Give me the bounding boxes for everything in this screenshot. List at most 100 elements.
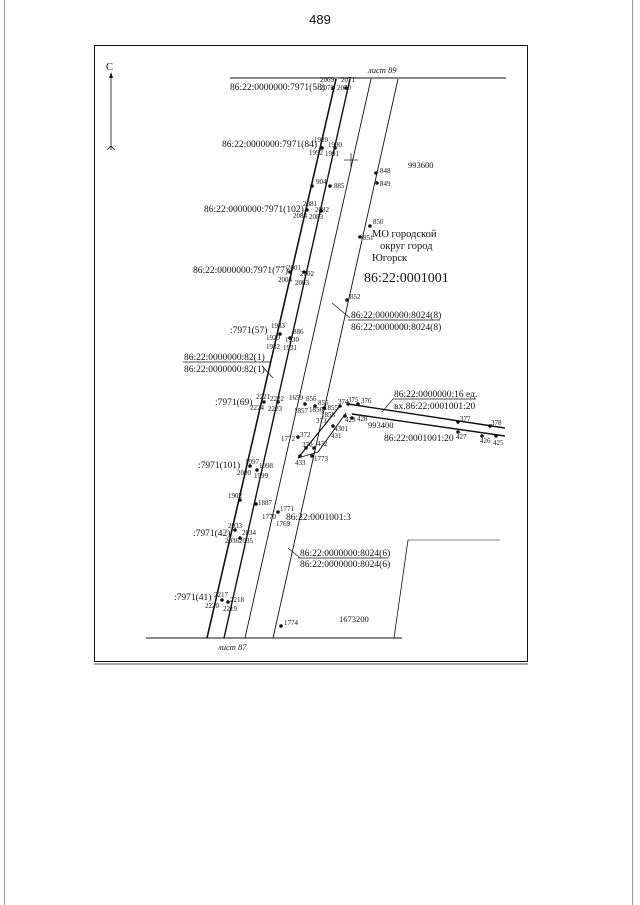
corridor-line-a [206, 78, 337, 639]
point-label: 1990 [328, 141, 343, 149]
point-markers [220, 86, 498, 628]
zone-name-line-1: МО городской [372, 229, 437, 240]
point-label: 1772 [281, 435, 296, 443]
point-label: 1774 [284, 619, 299, 627]
point-label: 2083 [309, 213, 324, 221]
point-label: 2004 [278, 276, 293, 284]
point-label: 1929 [266, 334, 281, 342]
north-arrow: С [106, 62, 116, 151]
point-label: 848 [380, 167, 391, 175]
zone-cadastral-quarter: 86:22:0001001 [364, 271, 449, 286]
point-label: 1857 [294, 407, 309, 415]
point-label: 1998 [259, 462, 274, 470]
point-label: 1997 [245, 458, 260, 466]
point-label: 1856 [309, 406, 324, 414]
point-label: 4301 [334, 425, 349, 433]
point-label: 2069 [320, 76, 335, 84]
point-label: 2218 [230, 596, 245, 604]
point-label: 2220 [205, 602, 220, 610]
point-label: 886 [293, 328, 304, 336]
point-label: 427 [456, 433, 467, 441]
point-label: 1855 [324, 404, 339, 412]
zone-boundary [393, 539, 409, 639]
parcel-label-42: :7971(42) [193, 528, 230, 539]
block-number-lower: 1673200 [339, 614, 369, 624]
callout-82-1: 86:22:0000000:82(1) 86:22:0000000:82(1) [183, 352, 274, 379]
point-label: 2070 [337, 84, 352, 92]
page-left-edge [4, 0, 5, 905]
point-label: 2224 [250, 404, 265, 412]
corridor-line-b [223, 78, 351, 639]
point-label: 2001 [287, 264, 302, 272]
callout-16-top: 86:22:0000000:16 ед. [394, 390, 477, 400]
block-number-upper: 993600 [408, 160, 434, 170]
callout-8024-6-bottom: 86:22:0000000:8024(6) [300, 559, 390, 570]
north-label: С [106, 62, 113, 73]
point-label: 1858 [321, 411, 336, 419]
point-label: 850 [373, 218, 384, 226]
point-label: 2034 [242, 529, 257, 537]
point-label: 1659 [289, 394, 304, 402]
point-label: 375 [348, 396, 359, 404]
point-label: 2223 [268, 405, 283, 413]
page-number: 489 [309, 12, 331, 27]
point-label: 432 [317, 440, 328, 448]
point-label: 904 [316, 178, 327, 186]
point-label: 1989 [314, 136, 329, 144]
branch-line-lower [351, 413, 506, 437]
point-label: 1999 [254, 472, 269, 480]
parcel-label-84: 86:22:0000000:7971(84) [222, 139, 317, 150]
parcel-label-102: 86:22:0000000:7971(102) [204, 204, 304, 215]
point-label: 1930 [285, 336, 300, 344]
sheet-label-bottom: лист 87 [217, 642, 247, 652]
point-label: 2082 [315, 206, 330, 214]
point-label: 372 [300, 431, 311, 439]
point-label: 2002 [300, 270, 315, 278]
parcel-label-69: :7971(69) [215, 397, 252, 408]
point-label: 852 [350, 293, 361, 301]
point-label: 1931 [283, 344, 298, 352]
branch-line-upper [347, 403, 506, 429]
point-label: 2072 [320, 84, 335, 92]
callout-16: 86:22:0000000:16 ед. вх.86:22:0001001:20 [381, 390, 477, 413]
parcel-label-101: :7971(101) [198, 460, 240, 471]
parcel-label-58: 86:22:0000000:7971(58) [230, 82, 325, 93]
point-label: 425 [493, 439, 504, 447]
parcel-labels: 86:22:0000000:7971(58) 86:22:0000000:797… [174, 82, 351, 603]
parcel-label-77: 86:22:0000000:7971(77) [193, 265, 288, 276]
point-label: 433 [295, 459, 306, 467]
callout-8024-6-top: 86:22:0000000:8024(6) [300, 548, 390, 559]
point-labels: 2069 2071 2072 2070 1989 1990 1992 1991 … [205, 76, 504, 627]
point-label: 2084 [293, 212, 308, 220]
point-label: 2035 [239, 537, 254, 545]
point-label: 1902 [228, 492, 243, 500]
callout-8024-6: 86:22:0000000:8024(6) 86:22:0000000:8024… [287, 547, 390, 570]
point-label: 370 [302, 441, 313, 449]
branch-spur-2 [317, 412, 347, 453]
callout-1001-20: 86:22:0001001:20 [384, 434, 454, 444]
parcel-label-57: :7971(57) [230, 325, 267, 336]
point-label: 1933 [271, 322, 286, 330]
point-label: 855 [318, 399, 329, 407]
point-label: 851 [363, 234, 374, 242]
point-label: 2033 [228, 522, 243, 530]
callout-16-bottom: вх.86:22:0001001:20 [394, 402, 476, 412]
point-label: 429 [345, 416, 356, 424]
point-label: 374 [338, 398, 349, 406]
page-right-edge [632, 0, 633, 905]
point-label: 428 [357, 415, 368, 423]
callout-8024-8-top: 86:22:0000000:8024(8) [351, 310, 441, 321]
sheet-label-top: лист 89 [367, 65, 397, 75]
point-label: 431 [331, 432, 342, 440]
parcel-label-41: :7971(41) [174, 592, 211, 603]
point-label: 2036 [225, 537, 240, 545]
point-label: 376 [361, 397, 372, 405]
point-label: 2221 [256, 393, 271, 401]
point-label: 1991 [325, 150, 340, 158]
point-label: 426 [480, 437, 491, 445]
point-label: 373 [316, 417, 327, 425]
point-label: 2217 [214, 591, 229, 599]
point-label: 2222 [270, 395, 285, 403]
point-label: 1932 [266, 343, 281, 351]
